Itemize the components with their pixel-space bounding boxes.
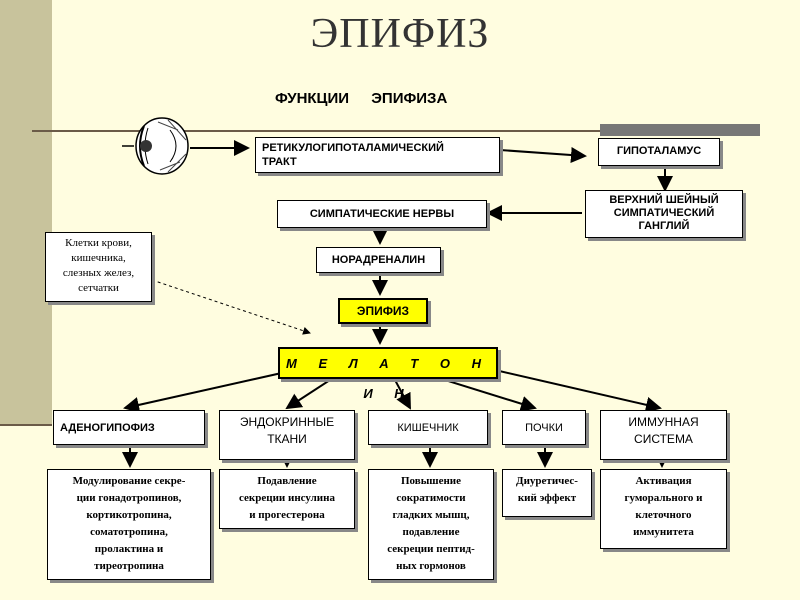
- target-kidneys: ПОЧКИ: [502, 410, 586, 445]
- upper-cervical-ganglion-box: ВЕРХНИЙ ШЕЙНЫЙ СИМПАТИЧЕСКИЙ ГАНГЛИЙ: [585, 190, 743, 238]
- epiphysis-box: ЭПИФИЗ: [338, 298, 428, 324]
- sidebar-accent: [0, 0, 52, 425]
- target-adenohypophysis: АДЕНОГИПОФИЗ: [53, 410, 205, 445]
- diagram-subtitle: ФУНКЦИИ ЭПИФИЗА: [275, 90, 448, 107]
- effect-endocrine-tissues: Подавление секреции инсулина и прогестер…: [219, 469, 355, 529]
- effect-adenohypophysis: Модулирование секре- ции гонадотропинов,…: [47, 469, 211, 580]
- retinohypothalamic-tract-box: РЕТИКУЛОГИПОТАЛАМИЧЕСКИЙ ТРАКТ: [255, 137, 500, 173]
- hypothalamus-box: ГИПОТАЛАМУС: [598, 138, 720, 166]
- effect-immune-system: Активация гуморального и клеточного имму…: [600, 469, 727, 549]
- sidebar-divider: [0, 424, 52, 426]
- melatonin-box: М Е Л А Т О Н И Н: [278, 347, 498, 401]
- cells-note-box: Клетки крови, кишечника, слезных желез, …: [45, 232, 152, 302]
- header-divider: [32, 130, 760, 132]
- eye-icon: [122, 117, 189, 175]
- target-endocrine-tissues: ЭНДОКРИННЫЕ ТКАНИ: [219, 410, 355, 460]
- effect-intestine: Повышение сократимости гладких мышц, под…: [368, 469, 494, 580]
- target-intestine: КИШЕЧНИК: [368, 410, 488, 445]
- sympathetic-nerves-box: СИМПАТИЧЕСКИЕ НЕРВЫ: [277, 200, 487, 228]
- page-title: ЭПИФИЗ: [310, 11, 490, 57]
- header-accent-bar: [600, 124, 760, 136]
- target-immune-system: ИММУННАЯ СИСТЕМА: [600, 410, 727, 460]
- noradrenaline-box: НОРАДРЕНАЛИН: [316, 247, 441, 273]
- effect-kidneys: Диуретичес- кий эффект: [502, 469, 592, 517]
